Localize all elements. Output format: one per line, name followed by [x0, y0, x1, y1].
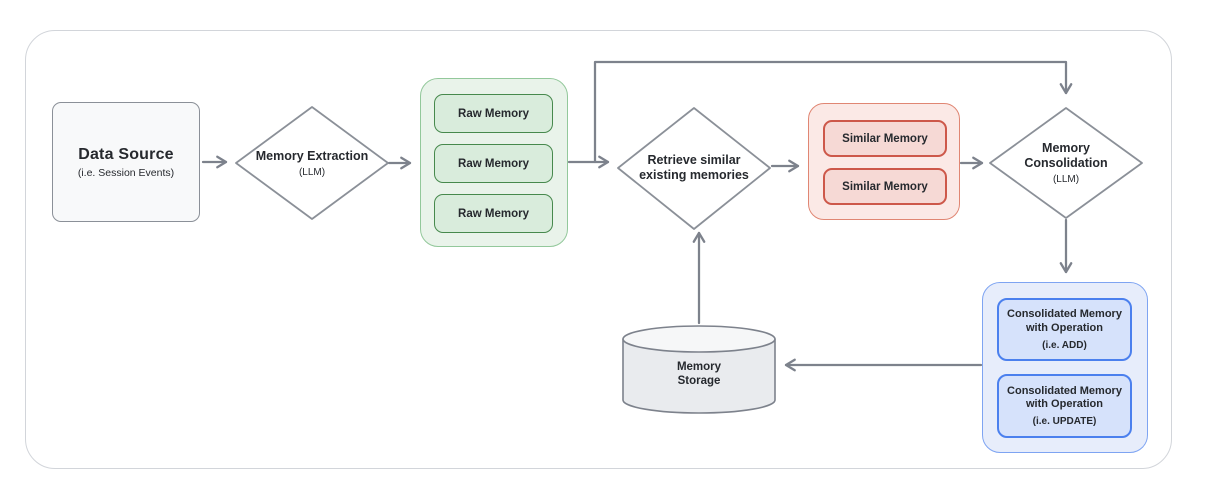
consolidated-memory-title: Consolidated Memory with Operation [1007, 308, 1122, 334]
similar-memory-box: Similar Memory [823, 168, 947, 205]
similar-memory-box: Similar Memory [823, 120, 947, 157]
consolidated-memory-box: Consolidated Memory with Operation (i.e.… [997, 298, 1132, 361]
data-source-node: Data Source (i.e. Session Events) [52, 102, 200, 222]
raw-memory-box: Raw Memory [434, 94, 553, 133]
raw-memory-box: Raw Memory [434, 144, 553, 183]
memory-storage-label: Memory Storage [676, 360, 722, 387]
consolidated-memory-group: Consolidated Memory with Operation (i.e.… [982, 282, 1148, 453]
consolidated-memory-subtitle: (i.e. UPDATE) [1032, 416, 1097, 428]
data-source-subtitle: (i.e. Session Events) [77, 166, 175, 179]
data-source-title: Data Source [78, 145, 174, 163]
consolidated-memory-title: Consolidated Memory with Operation [1007, 384, 1122, 410]
similar-memory-group: Similar Memory Similar Memory [808, 103, 960, 220]
consolidated-memory-subtitle: (i.e. ADD) [1042, 339, 1087, 351]
raw-memory-group: Raw Memory Raw Memory Raw Memory [420, 78, 568, 247]
consolidated-memory-box: Consolidated Memory with Operation (i.e.… [997, 374, 1132, 438]
raw-memory-box: Raw Memory [434, 194, 553, 233]
